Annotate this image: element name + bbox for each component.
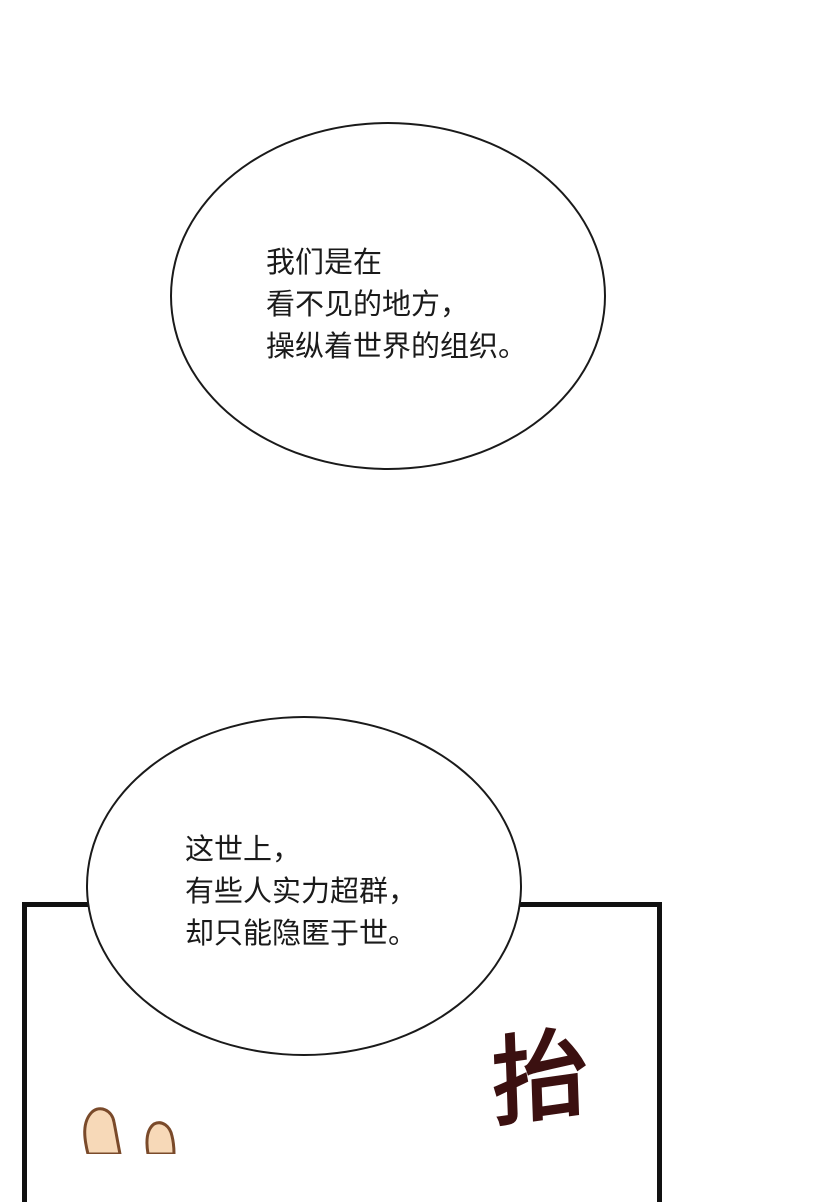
speech-bubble-top-text: 我们是在 看不见的地方， 操纵着世界的组织。: [266, 241, 527, 367]
speech-line: 有些人实力超群，: [185, 874, 418, 908]
speech-bubble-top: [170, 122, 606, 470]
speech-line: 却只能隐匿于世。: [185, 916, 418, 950]
speech-bubble-bottom-text: 这世上， 有些人实力超群， 却只能隐匿于世。: [185, 828, 417, 954]
speech-line: 这世上，: [185, 832, 302, 866]
hand-illustration: [83, 1107, 176, 1154]
speech-bubble-bottom: [86, 716, 522, 1056]
speech-line: 操纵着世界的组织。: [266, 329, 528, 363]
speech-line: 看不见的地方，: [266, 287, 470, 321]
speech-line: 我们是在: [266, 245, 383, 279]
sound-effect-text: 抬: [490, 1014, 590, 1141]
